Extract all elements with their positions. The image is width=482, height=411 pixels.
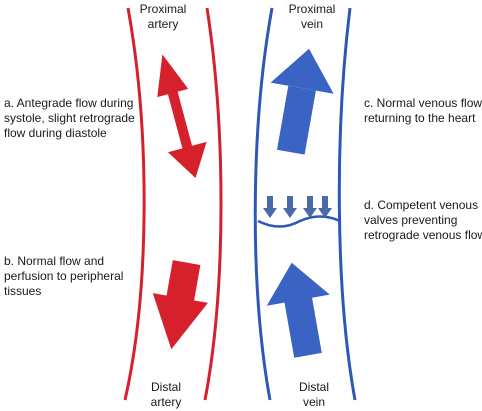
vein-right-wall — [337, 7, 357, 401]
distal-vein-line-2: vein — [302, 395, 325, 409]
annotation-b-line-2: perfusion to peripheral — [4, 269, 124, 283]
annotation-d-line-2: valves preventing — [364, 213, 458, 227]
annotation-b-line-1: b. Normal flow and — [4, 254, 105, 268]
annotation-d-line-1: d. Competent venous — [364, 198, 479, 212]
annotation-b: b. Normal flow and perfusion to peripher… — [4, 254, 123, 299]
annotation-b-line-3: tissues — [4, 284, 42, 298]
artery-downward-arrow-icon — [152, 260, 208, 350]
annotation-c: c. Normal venous flow returning to the h… — [364, 96, 482, 126]
valve-downward-arrows-icon — [263, 196, 332, 218]
distal-artery-label: Distal artery — [140, 380, 192, 410]
annotation-a-line-3: flow during diastole — [4, 126, 107, 140]
artery-right-wall — [203, 7, 223, 401]
artery-bidirectional-arrow-icon — [157, 54, 207, 178]
annotation-a: a. Antegrade flow during systole, slight… — [4, 96, 135, 141]
distal-vein-line-1: Distal — [298, 380, 329, 394]
artery-left-wall — [123, 7, 146, 401]
distal-vein-label: Distal vein — [290, 380, 338, 410]
annotation-d: d. Competent venous valves preventing re… — [364, 198, 482, 243]
proximal-artery-label: Proximal artery — [133, 2, 193, 32]
proximal-artery-line-2: artery — [147, 17, 179, 31]
vein-upward-arrow-icon — [270, 48, 334, 155]
proximal-vein-line-1: Proximal — [288, 2, 336, 16]
annotation-a-line-2: systole, slight retrograde — [4, 111, 135, 125]
annotation-c-line-1: c. Normal venous flow — [364, 96, 482, 110]
distal-artery-line-2: artery — [150, 395, 182, 409]
annotation-d-line-3: retrograde venous flow — [364, 228, 482, 242]
annotation-c-line-2: returning to the heart — [364, 111, 476, 125]
vein-left-wall — [253, 7, 274, 401]
distal-artery-line-1: Distal — [150, 380, 181, 394]
vein-lower-upward-arrow-icon — [266, 262, 330, 358]
proximal-vein-line-2: vein — [300, 17, 323, 31]
proximal-vein-label: Proximal vein — [280, 2, 344, 32]
venous-valve-line — [257, 215, 341, 228]
annotation-a-line-1: a. Antegrade flow during — [4, 96, 134, 110]
proximal-artery-line-1: Proximal — [139, 2, 187, 16]
